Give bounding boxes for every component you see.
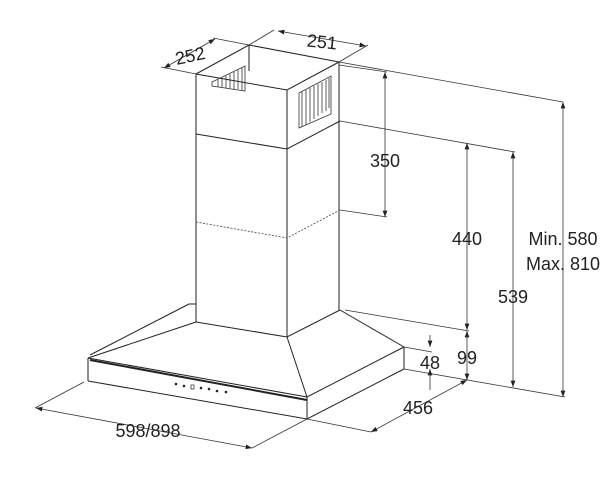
label-539: 539 xyxy=(498,287,528,307)
label-48: 48 xyxy=(420,353,440,373)
dimension-labels: 252 251 350 440 539 Min. 580 Max. 810 99… xyxy=(115,30,600,441)
label-252: 252 xyxy=(173,43,207,69)
label-max-810: Max. 810 xyxy=(526,254,600,274)
label-598-898: 598/898 xyxy=(115,421,180,441)
vent-right-icon xyxy=(298,75,332,129)
label-350: 350 xyxy=(370,151,400,171)
dimension-lines xyxy=(35,29,566,450)
label-99: 99 xyxy=(457,348,477,368)
label-440: 440 xyxy=(452,229,482,249)
control-panel-buttons xyxy=(174,382,228,394)
label-456: 456 xyxy=(403,398,433,418)
label-251: 251 xyxy=(306,30,338,53)
vent-left-icon xyxy=(211,65,246,92)
chimney xyxy=(195,44,341,338)
canopy xyxy=(87,303,405,420)
label-min-580: Min. 580 xyxy=(528,229,597,249)
